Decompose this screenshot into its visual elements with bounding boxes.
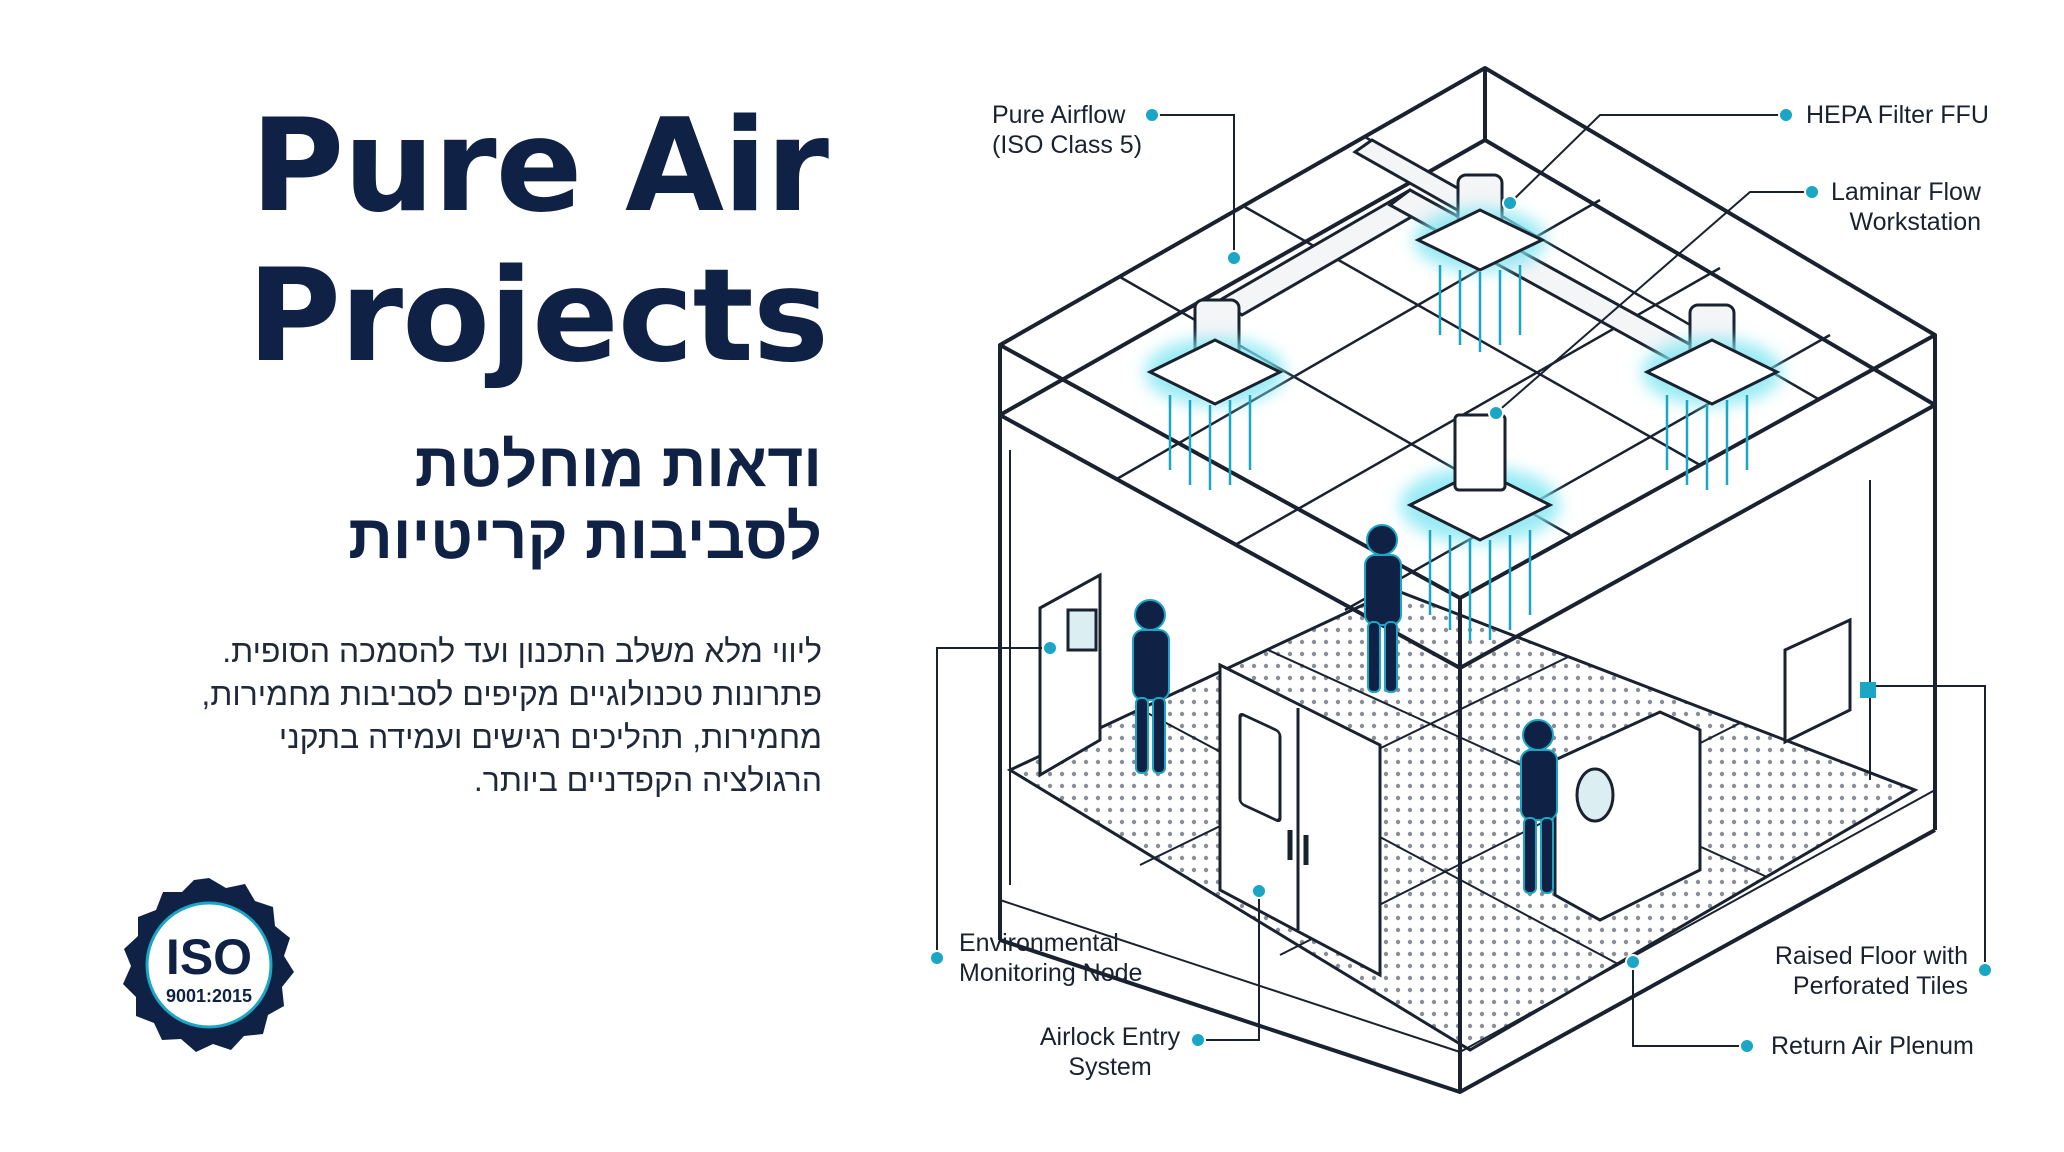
callout-hepa-filter: HEPA Filter FFU <box>1806 100 1989 130</box>
hepa-dot <box>1778 107 1794 123</box>
callout-return-air-line-1: Return Air Plenum <box>1771 1032 1974 1060</box>
callout-dots <box>929 107 1993 1054</box>
callout-pure-airflow-line-2: (ISO Class 5) <box>992 131 1143 159</box>
cleanroom-frame <box>998 66 1937 1094</box>
title-line-2: Projects <box>247 242 829 391</box>
callout-env-line-1: Environmental <box>959 929 1119 957</box>
operator-figures <box>1132 524 1558 894</box>
description-line-4: הרגולציה הקפדניים ביותר. <box>473 762 822 798</box>
operator-3 <box>1520 719 1558 894</box>
callout-environmental-monitoring: Environmental Monitoring Node <box>959 928 1142 988</box>
subtitle: ודאות מוחלטת לסביבות קריטיות <box>348 430 822 574</box>
env-target-dot <box>1042 640 1058 656</box>
callout-env-line-2: Monitoring Node <box>959 959 1143 987</box>
return-air-target-dot <box>1625 954 1641 970</box>
badge-iso-text: ISO <box>166 929 252 985</box>
operator-1 <box>1132 599 1170 774</box>
operator-2 <box>1364 524 1402 693</box>
process-machine <box>1553 710 1702 922</box>
title-line-1: Pure Air <box>250 92 829 241</box>
badge-inner-ring <box>145 901 273 1029</box>
airlock-dot <box>1190 1032 1206 1048</box>
description-line-2: פתרונות טכנולוגיים מקיפים לסביבות מחמירו… <box>201 676 822 712</box>
callout-return-air: Return Air Plenum <box>1771 1031 1974 1061</box>
monitoring-console <box>1038 572 1102 778</box>
callout-hepa-line-1: HEPA Filter FFU <box>1806 101 1989 129</box>
laminar-target-dot <box>1488 405 1504 421</box>
callout-airlock-entry: Airlock Entry System <box>1030 1022 1190 1082</box>
description: ליווי מלא משלב התכנון ועד להסמכה הסופית.… <box>122 630 822 802</box>
return-air-dot <box>1739 1038 1755 1054</box>
callout-raised-line-1: Raised Floor with <box>1774 942 1968 970</box>
description-line-3: מחמירות, תהליכים רגישים ועמידה בתקני <box>278 719 822 755</box>
callout-laminar-line-2: Workstation <box>1849 208 1981 236</box>
floor-outline <box>1006 588 1919 1052</box>
hepa-ffu-units <box>1145 208 1782 543</box>
raised-floor-dot <box>1977 962 1993 978</box>
callout-laminar-line-1: Laminar Flow <box>1830 178 1981 206</box>
airflow-arrows <box>1168 265 1749 640</box>
callout-airlock-line-2: System <box>1068 1053 1152 1081</box>
callout-airlock-line-1: Airlock Entry <box>1039 1023 1181 1051</box>
callout-raised-floor: Raised Floor with Perforated Tiles <box>1775 941 1968 1001</box>
description-line-1: ליווי מלא משלב התכנון ועד להסמכה הסופית. <box>222 633 822 669</box>
wall-monitor-unit <box>1783 617 1876 745</box>
callout-pure-airflow: Pure Airflow (ISO Class 5) <box>992 100 1142 160</box>
callout-raised-line-2: Perforated Tiles <box>1792 972 1968 1000</box>
airlock-target-dot <box>1251 883 1267 899</box>
laminar-dot <box>1804 184 1820 200</box>
env-dot <box>929 950 945 966</box>
pure-airflow-target-dot <box>1226 250 1242 266</box>
iso-badge: ISO 9001:2015 <box>123 878 294 1052</box>
subtitle-line-2: לסביבות קריטיות <box>348 503 822 572</box>
pure-airflow-dot <box>1144 107 1160 123</box>
badge-standard-text: 9001:2015 <box>166 986 252 1006</box>
page-title: Pure Air Projects <box>247 92 829 392</box>
subtitle-line-1: ודאות מוחלטת <box>414 431 822 500</box>
hepa-target-dot <box>1502 195 1518 211</box>
callout-leader-lines <box>936 114 1986 1047</box>
callout-laminar-flow: Laminar Flow Workstation <box>1831 177 1981 237</box>
callout-pure-airflow-line-1: Pure Airflow <box>992 101 1126 129</box>
